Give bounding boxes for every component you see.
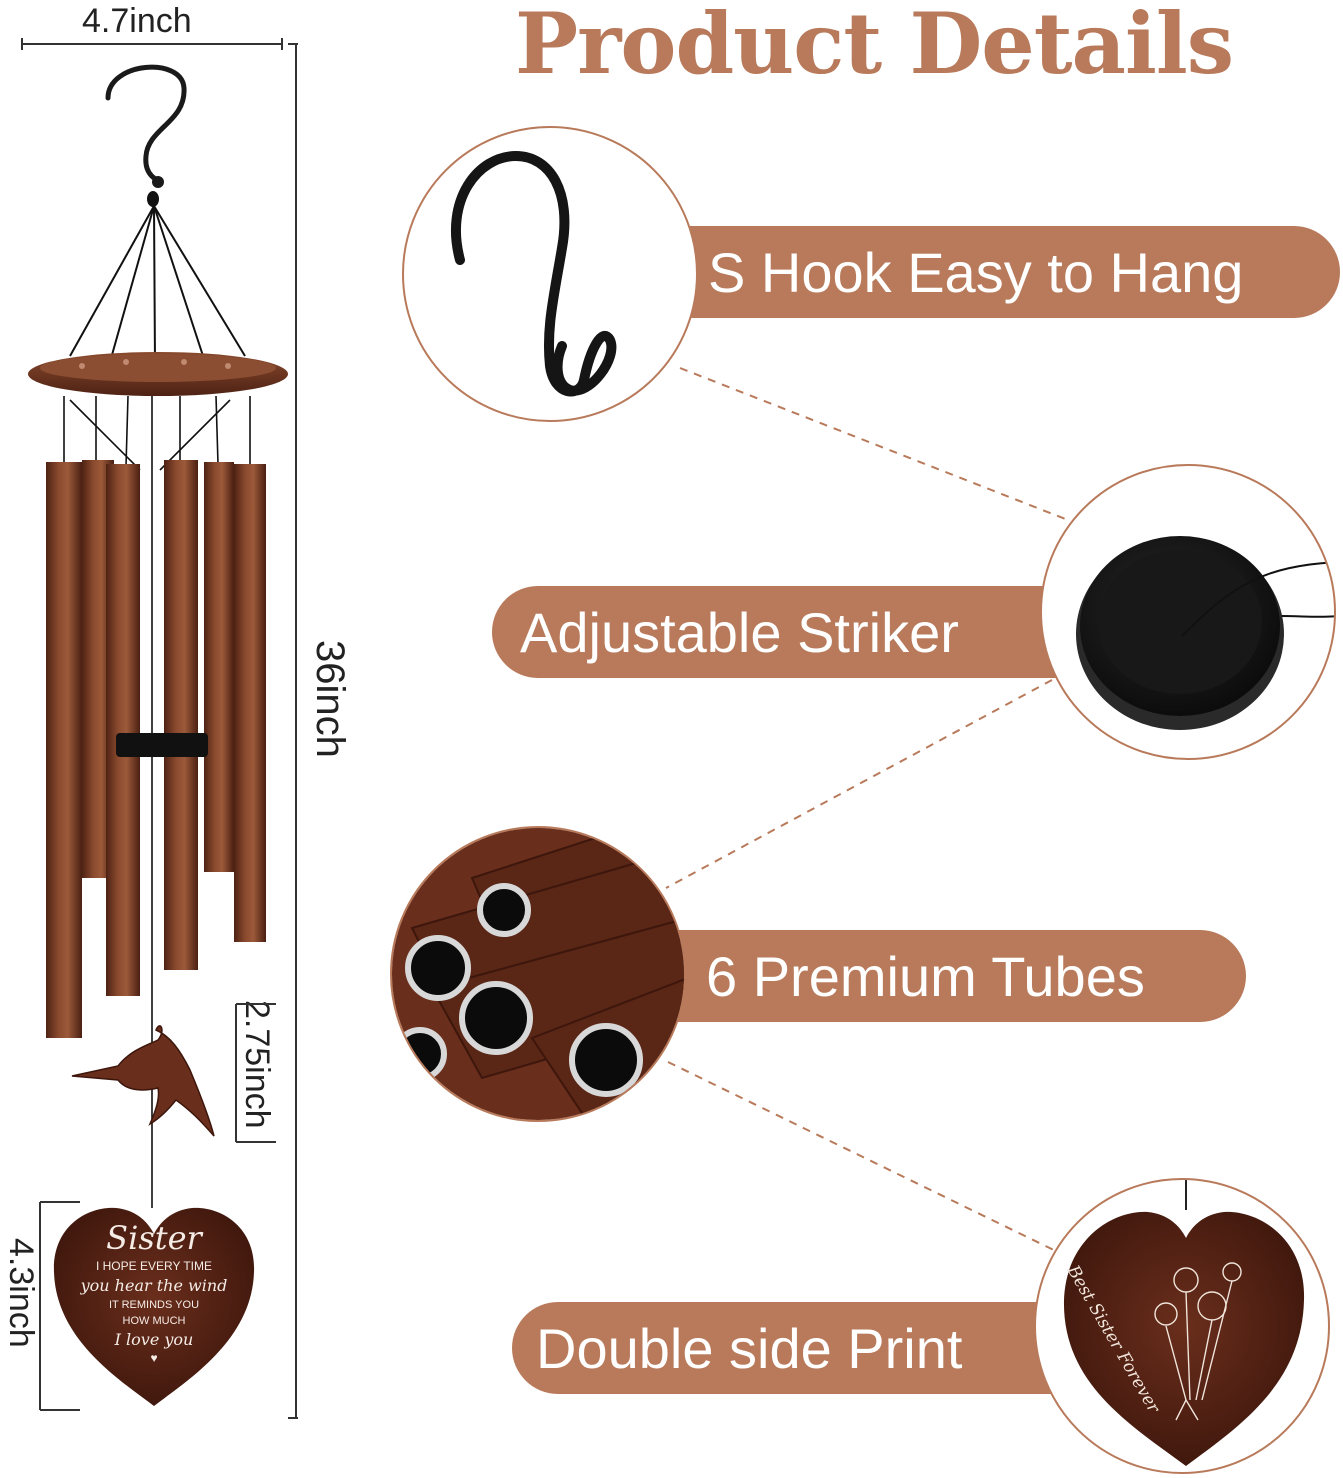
tubes-detail-icon: [392, 828, 684, 1120]
feature-double-side-print-label: Double side Print: [536, 1316, 963, 1380]
heart-dimension-line: [39, 1201, 80, 1411]
heart-plaque: [53, 1207, 255, 1406]
heart-line-1: I HOPE EVERY TIME: [95, 1259, 213, 1273]
striker-disk-icon: [1076, 536, 1334, 730]
feature-premium-tubes: 6 Premium Tubes: [660, 930, 1246, 1022]
feature-premium-tubes-label: 6 Premium Tubes: [706, 944, 1145, 1008]
heart-front-text: Sister I HOPE EVERY TIME you hear the wi…: [64, 1218, 244, 1365]
hanging-strings: [69, 205, 246, 365]
s-hook-detail-icon: [451, 151, 617, 397]
center-striker: [116, 733, 208, 757]
hummingbird-icon: [71, 1025, 215, 1137]
width-dimension-label: 4.7inch: [82, 2, 192, 40]
heart-line-2: you hear the wind: [80, 1276, 228, 1295]
tubes-detail-circle: [390, 826, 686, 1122]
page-title: Product Details: [0, 0, 1343, 104]
s-hook-icon: [105, 64, 187, 183]
feature-double-side-print: Double side Print: [512, 1302, 1086, 1394]
feature-s-hook: S Hook Easy to Hang: [650, 226, 1340, 318]
feature-adjustable-striker-label: Adjustable Striker: [520, 600, 959, 664]
heart-back-icon: [1063, 1180, 1305, 1466]
width-dimension-line: [21, 38, 283, 50]
striker-detail-circle: [1040, 464, 1336, 760]
page-title-text: Product Details: [515, 0, 1234, 93]
feature-adjustable-striker: Adjustable Striker: [492, 586, 1096, 678]
chime-tubes: [46, 460, 266, 1038]
hummingbird-dimension-line: [235, 1003, 276, 1143]
heart-line-3: IT REMINDS YOU: [108, 1299, 200, 1311]
height-dimension-line: [288, 43, 298, 1419]
heart-name: Sister: [106, 1219, 202, 1257]
s-hook-detail-circle: [402, 126, 698, 422]
double-print-detail-circle: Best Sister Forever: [1034, 1178, 1330, 1474]
heart-line-4: HOW MUCH: [122, 1315, 186, 1327]
small-heart-icon: ♥: [150, 1351, 158, 1365]
heart-line-5: I love you: [114, 1330, 194, 1349]
feature-s-hook-label: S Hook Easy to Hang: [708, 240, 1244, 304]
